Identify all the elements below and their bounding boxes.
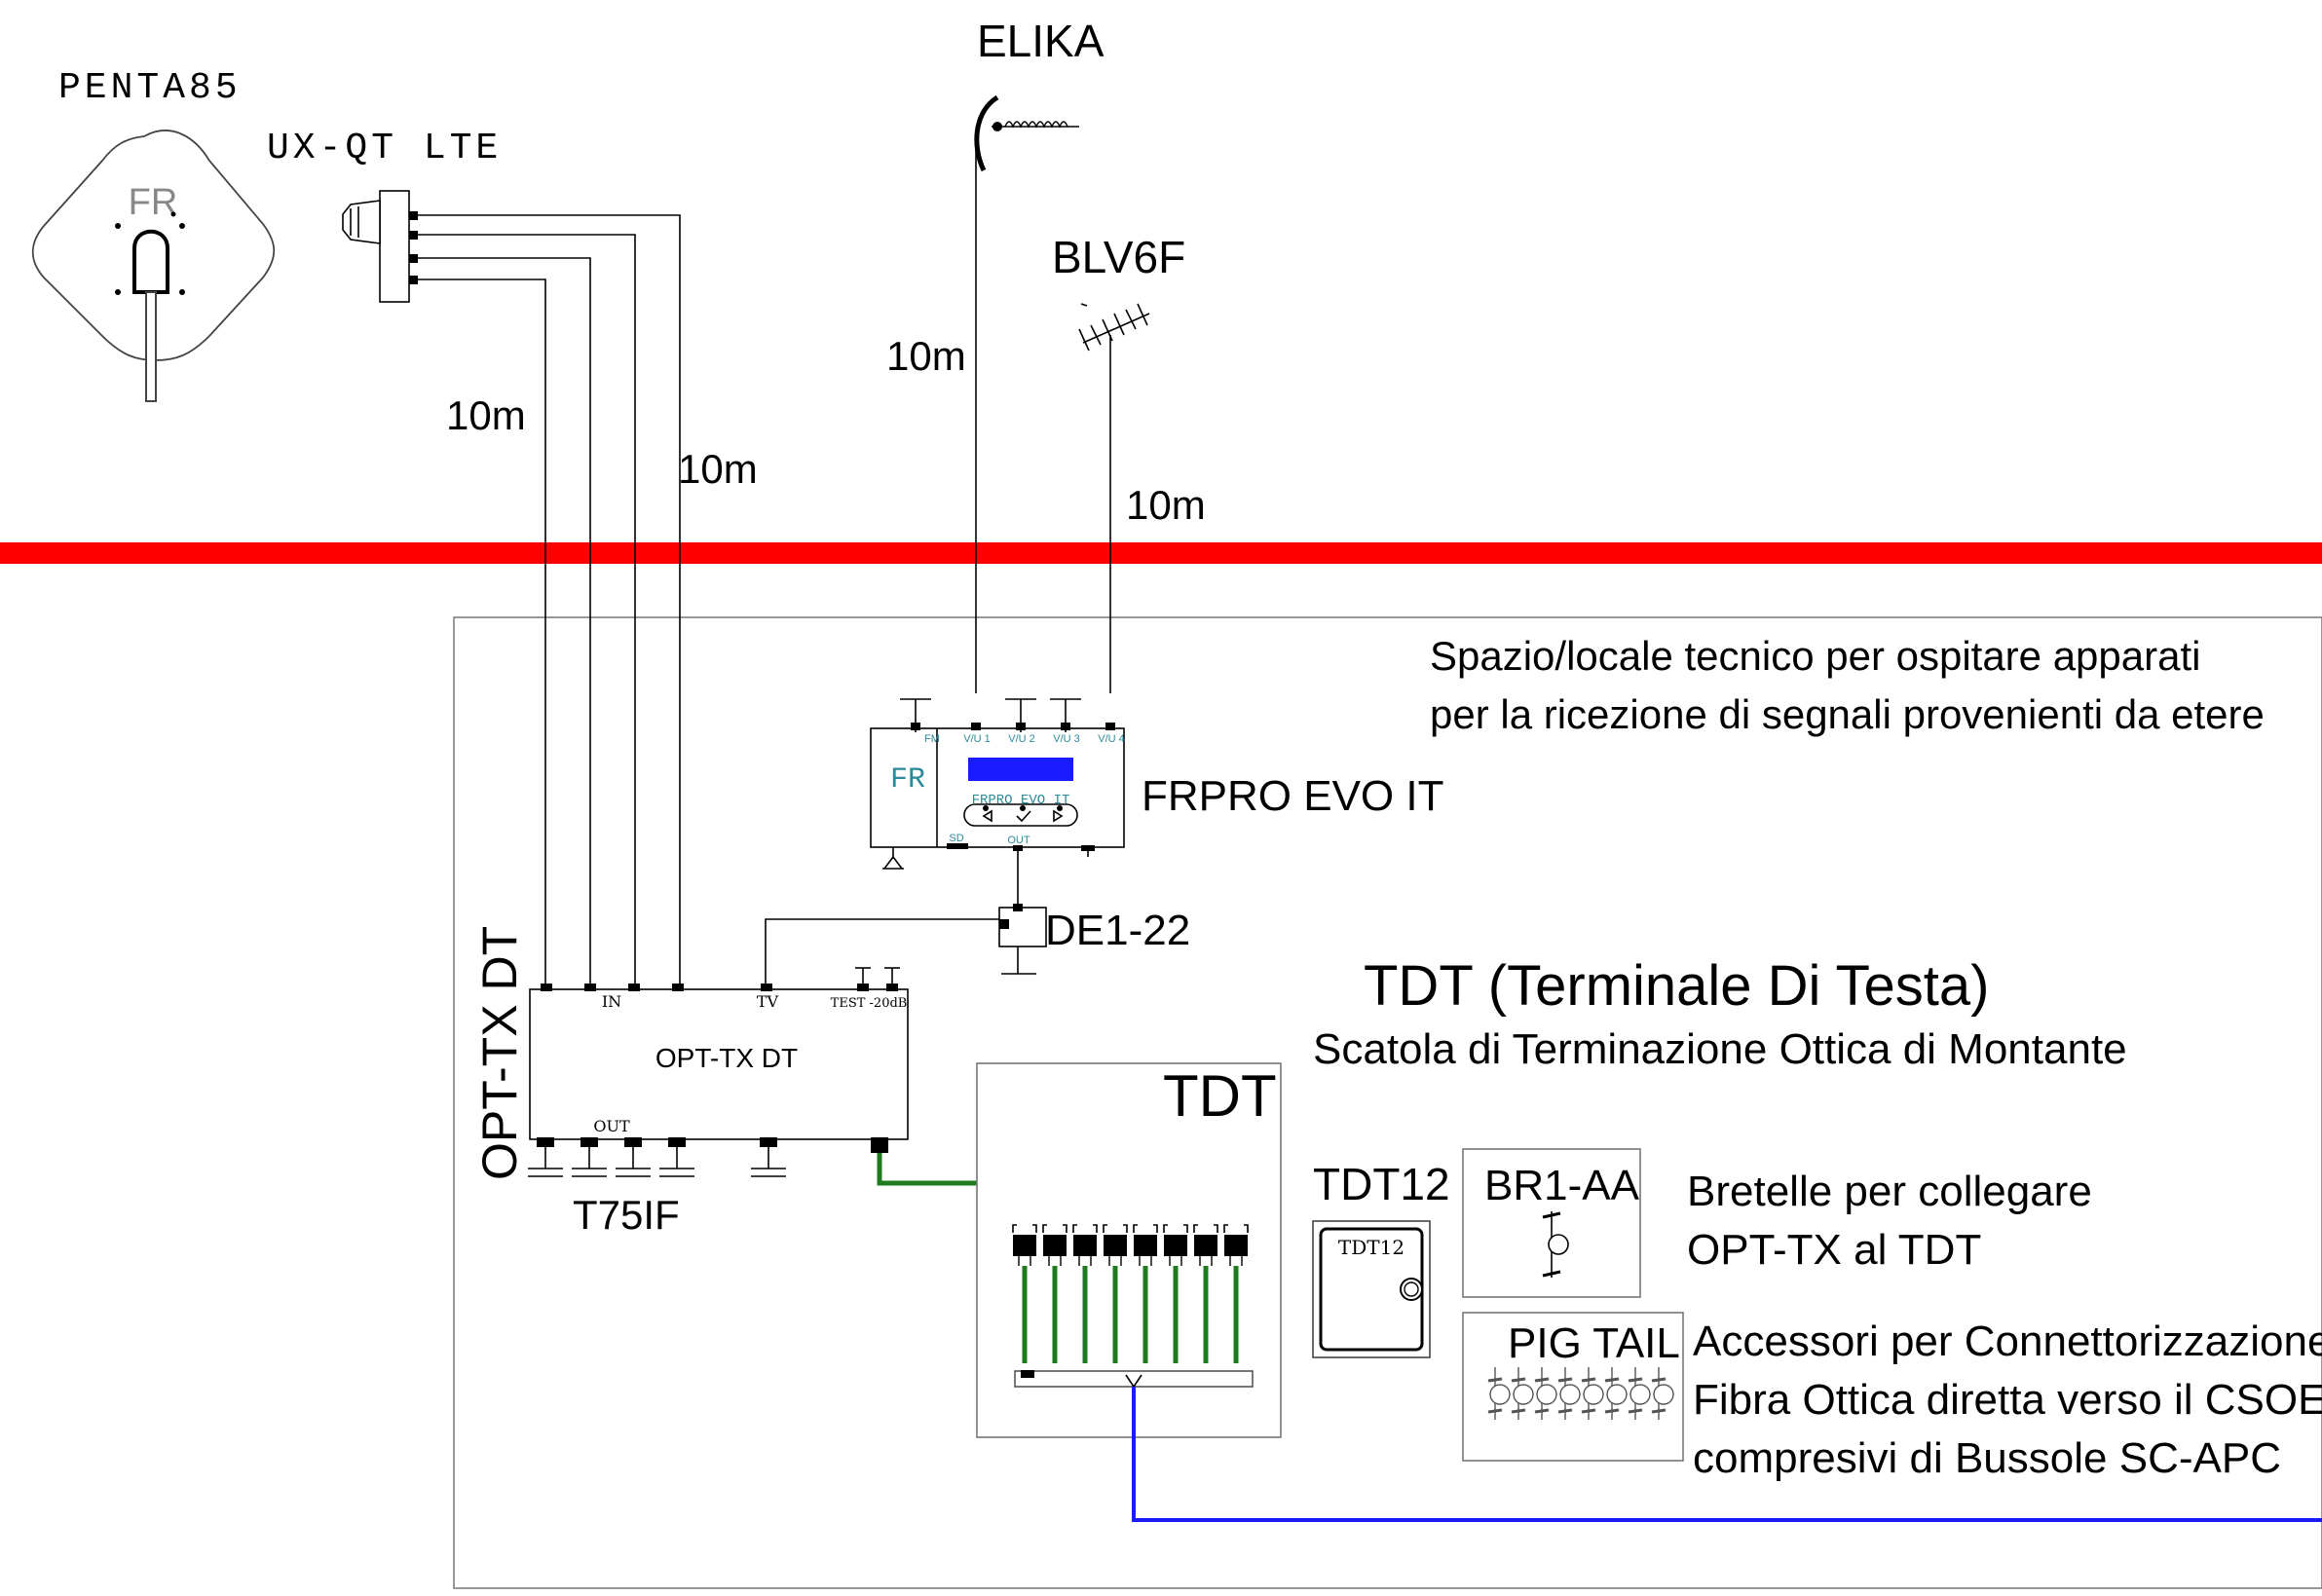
frpro-sd: SD [949,833,963,844]
br-desc-line2: OPT-TX al TDT [1687,1226,1981,1274]
penta85-label: PENTA85 [58,67,242,109]
frpro-port-vu2: V/U 2 [1008,733,1035,745]
blue-fiber-csoe [1132,1387,2322,1522]
opt-in-label: IN [602,992,621,1011]
br1-aa-label: BR1-AA [1484,1162,1640,1209]
pig-tail-label: PIG TAIL [1508,1319,1680,1367]
uxqt-label: UX-QT LTE [267,128,502,169]
frpro-label: FRPRO EVO IT [1142,772,1443,820]
cable-length-3: 10m [886,333,966,379]
de1-22-label: DE1-22 [1045,907,1190,954]
uxqt-multiswitch [342,190,418,303]
room-text-line2: per la ricezione di segnali provenienti … [1430,691,2265,737]
roof-line [0,542,2322,564]
de1-22-splitter [765,851,1047,985]
br-desc-line1: Bretelle per collegare [1687,1168,2092,1215]
tdt12-inner-label: TDT12 [1338,1236,1404,1259]
cable-length-2: 10m [678,446,758,492]
tdt-subtitle: Scatola di Terminazione Ottica di Montan… [1313,1025,2127,1073]
pig-desc-line3: compresivi di Bussole SC-APC [1693,1434,2281,1482]
room-text-line1: Spazio/locale tecnico per ospitare appar… [1430,633,2200,679]
uxqt-cables [418,214,681,985]
elika-antenna [974,94,1079,693]
tdt-connectors [1012,1224,1254,1389]
opt-center-label: OPT-TX DT [655,1043,798,1073]
frpro-port-vu3: V/U 3 [1053,733,1080,745]
opt-out-label: OUT [593,1117,630,1135]
br1-aa-box: BR1-AA [1462,1148,1641,1298]
blv6f-label: BLV6F [1052,232,1185,282]
frpro-out: OUT [1007,835,1030,846]
opt-tx-dt-device: IN TV TEST -20dB OPT-TX DT OUT [528,967,909,1177]
frpro-port-vu1: V/U 1 [963,733,991,745]
opt-test-label: TEST -20dB [831,996,908,1011]
opt-tx-side-label: OPT-TX DT [472,926,527,1180]
pig-desc-line1: Accessori per Connettorizzazione [1693,1318,2322,1365]
technical-room-frame [453,616,2322,1589]
cable-length-1: 10m [446,392,526,438]
cable-length-4: 10m [1126,482,1206,528]
terminator-label: T75IF [573,1192,680,1238]
pig-tail-box: PIG TAIL [1462,1312,1684,1462]
frpro-port-vu4: V/U 4 [1098,733,1125,745]
frpro-lcd [968,758,1073,781]
tdt-box-label: TDT [1163,1063,1277,1129]
opt-tv-label: TV [757,992,779,1011]
elika-label: ELIKA [977,16,1105,66]
frpro-port-fm: FM [924,733,940,745]
penta85-antenna: FR [31,130,276,402]
tdt-title: TDT (Terminale Di Testa) [1364,954,1989,1018]
frpro-device: FM V/U 1 V/U 2 V/U 3 V/U 4 FR FRPRO EVO … [870,698,1125,870]
tdt12-label: TDT12 [1313,1159,1450,1209]
penta-logo: FR [129,182,178,223]
blv6f-antenna [1078,303,1150,693]
pig-desc-line2: Fibra Ottica diretta verso il CSOE [1693,1376,2322,1424]
frpro-logo: FR [890,763,925,797]
tdt12-enclosure: TDT12 [1312,1220,1431,1358]
